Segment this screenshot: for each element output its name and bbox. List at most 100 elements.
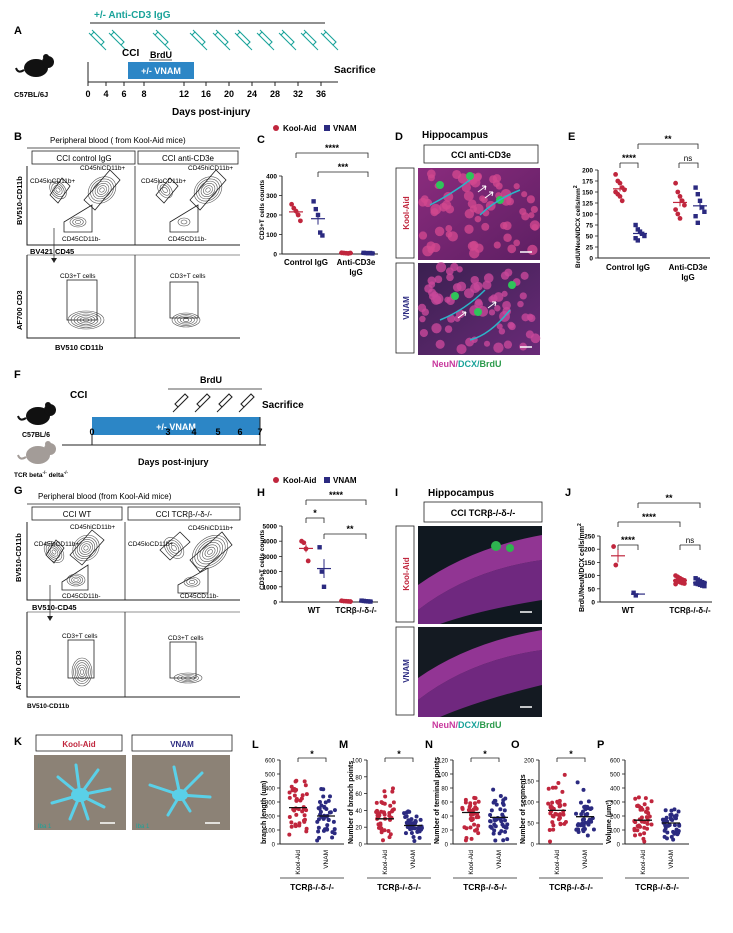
contour — [73, 578, 79, 582]
neun-cell — [526, 313, 534, 321]
significance-bracket — [297, 757, 327, 762]
data-point-kool — [293, 779, 298, 784]
data-point-vnam — [585, 833, 590, 838]
panel-b-title: Peripheral blood ( from Kool-Aid mice) — [50, 136, 186, 145]
data-point-kool — [642, 831, 647, 836]
data-point-kool — [633, 833, 638, 838]
data-point-vnam — [408, 820, 413, 825]
data-point-kool — [295, 212, 301, 218]
data-point-kool — [293, 824, 298, 829]
data-point-kool — [468, 825, 473, 830]
category-label: Kool-Aid — [382, 850, 389, 875]
legend-vnam-h: VNAM — [333, 476, 357, 485]
neun-cell — [531, 223, 539, 231]
neun-cell — [502, 306, 512, 316]
data-point-kool — [289, 784, 294, 789]
neun-cell — [446, 273, 454, 282]
neun-cell — [418, 231, 428, 240]
gate-g-1: CD45loCD11b+ — [34, 541, 79, 548]
y-tick-label: 100 — [610, 829, 621, 835]
data-point-vnam — [589, 806, 594, 811]
data-point-vnam — [578, 800, 583, 805]
data-point-vnam — [403, 814, 408, 819]
y-tick-label: 2000 — [263, 569, 278, 576]
y-tick-label: 400 — [266, 174, 277, 181]
data-point-vnam — [318, 809, 323, 814]
neun-cell — [494, 305, 501, 312]
contour — [74, 536, 98, 560]
data-point-kool — [675, 189, 681, 195]
contour — [45, 543, 63, 561]
y-tick-label: 80 — [355, 775, 362, 781]
xlabel-a: Days post-injury — [172, 107, 251, 118]
contour — [81, 543, 91, 553]
k-stain1: Iba 1 — [38, 824, 52, 830]
j-sig2: **** — [642, 512, 657, 522]
data-point-vnam — [672, 823, 677, 828]
data-point-vnam — [583, 804, 588, 809]
panel-i: I Hippocampus CCI TCRβ-/-δ-/- Kool-Aid V… — [395, 487, 543, 730]
neun-cell — [520, 271, 529, 280]
y-tick-label: 0 — [531, 843, 535, 849]
data-point-vnam — [328, 794, 333, 799]
contour — [90, 178, 114, 202]
y-tick-label: 60 — [355, 792, 362, 798]
g-xtop: BV510-CD45 — [32, 603, 77, 612]
data-point-vnam — [409, 817, 414, 822]
neun-cell — [470, 275, 479, 285]
data-point-vnam — [586, 822, 591, 827]
contour — [97, 185, 107, 195]
data-point-kool — [556, 780, 561, 785]
tick-label-a: 0 — [85, 89, 90, 99]
contour — [80, 669, 84, 675]
data-point-kool — [379, 826, 384, 831]
panel-label-a: A — [14, 25, 22, 37]
neun-cell — [493, 241, 501, 249]
tick-label-a: 8 — [141, 89, 146, 99]
y-tick-label: 0 — [272, 843, 276, 849]
contour — [75, 220, 81, 224]
y-tick-label: 600 — [265, 759, 276, 765]
data-point-vnam — [669, 834, 674, 839]
mouse-strain-f: C57BL/6 — [22, 432, 50, 439]
y-tick-label: 0 — [591, 600, 595, 607]
contour — [157, 181, 173, 199]
data-point-kool — [549, 805, 554, 810]
data-point-vnam — [493, 818, 498, 823]
y-tick-label: 60 — [441, 801, 448, 807]
vnam-bar-f — [92, 417, 260, 435]
neun-cell — [464, 209, 475, 219]
data-point-vnam — [574, 811, 579, 816]
data-point-kool — [617, 180, 623, 186]
data-point-kool — [298, 218, 303, 224]
brdu-label-a: BrdU — [150, 50, 172, 60]
y-tick-label: 125 — [582, 201, 593, 208]
data-point-kool — [388, 803, 393, 808]
data-point-kool — [291, 807, 296, 812]
contour — [71, 657, 93, 687]
data-point-kool — [473, 796, 478, 801]
data-point-vnam — [581, 817, 586, 822]
i-row1: Kool-Aid — [402, 557, 411, 590]
data-point-kool — [297, 821, 302, 826]
data-point-kool — [632, 826, 637, 831]
neun-cell — [513, 183, 520, 190]
contour — [87, 176, 117, 204]
data-point-vnam — [417, 835, 422, 840]
panel-b: B Peripheral blood ( from Kool-Aid mice)… — [14, 131, 240, 352]
panel-g: G Peripheral blood (from Kool-Aid mice) … — [14, 485, 241, 710]
data-point-vnam — [417, 829, 422, 834]
data-point-kool — [460, 807, 465, 812]
data-point-vnam — [413, 821, 418, 826]
panel-k: K Kool-Aid VNAM Iba 1 Iba 1 — [14, 734, 233, 830]
data-point-vnam — [332, 831, 337, 836]
data-point-kool — [390, 789, 395, 794]
neun-cell — [431, 323, 442, 334]
cci-label-a: CCI — [122, 48, 139, 59]
data-point-kool — [638, 832, 643, 837]
neun-cell — [503, 233, 512, 242]
significance-mark: * — [569, 749, 573, 759]
data-point-kool — [472, 822, 477, 827]
